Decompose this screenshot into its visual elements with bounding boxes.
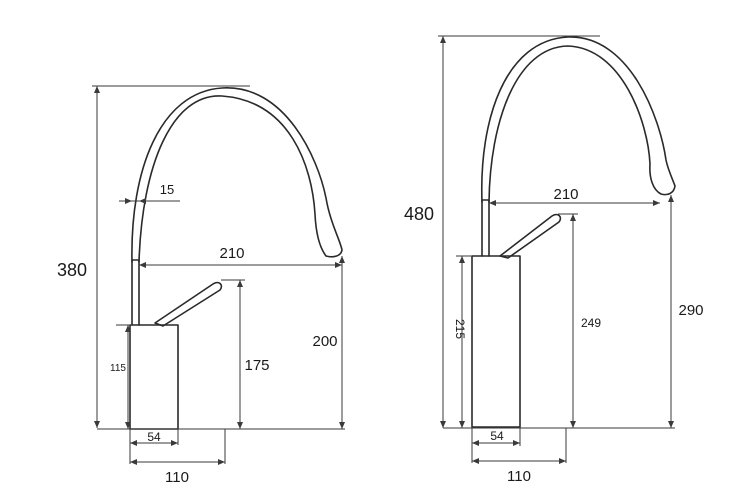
right-body-height-label: 215 [453, 319, 467, 339]
left-faucet-spout [131, 87, 343, 263]
left-base-width-arrow-a [130, 459, 137, 465]
right-faucet-lever [499, 213, 562, 259]
right-base-width-label: 110 [507, 468, 531, 485]
right-reach-arrow-b [653, 200, 660, 206]
left-faucet-lever [154, 281, 223, 327]
right-faucet-spout [480, 36, 676, 203]
left-reach-arrow-a [139, 262, 146, 268]
left-body-width-label: 54 [147, 430, 161, 444]
left-body-width-arrow-b [171, 440, 178, 446]
left-spout-height-arrow-bottom [339, 422, 345, 429]
left-overall-height-label: 380 [57, 260, 87, 280]
right-body-width-arrow-a [472, 440, 479, 446]
right-base-width-arrow-a [472, 458, 479, 464]
right-spout-height-arrow-top [668, 195, 674, 202]
left-faucet: 380 15 210 200 175 115 [57, 85, 345, 486]
left-height-arrow-top [94, 86, 100, 93]
left-pipe-width-label: 15 [160, 182, 174, 197]
right-overall-height-label: 480 [404, 204, 434, 224]
left-height-arrow-bottom [94, 421, 100, 428]
right-faucet-pipe [481, 199, 490, 257]
right-body-height-arrow-bottom [459, 421, 465, 428]
left-faucet-body [129, 324, 179, 430]
left-base-width-arrow-b [218, 459, 225, 465]
left-spout-height-label: 200 [312, 333, 337, 350]
left-handle-height-arrow-top [237, 280, 243, 287]
left-body-height-label: 115 [110, 363, 126, 374]
right-handle-height-arrow-bottom [570, 421, 576, 428]
left-handle-height-arrow-bottom [237, 422, 243, 429]
right-body-height-arrow-top [459, 256, 465, 263]
right-reach-label: 210 [553, 186, 578, 203]
left-reach-arrow-b [335, 262, 342, 268]
right-base-width-arrow-b [559, 458, 566, 464]
left-faucet-pipe [131, 259, 140, 326]
right-body-width-arrow-b [513, 440, 520, 446]
left-body-width-arrow-a [130, 440, 137, 446]
left-spout-height-arrow-top [339, 256, 345, 263]
right-spout-height-label: 290 [678, 302, 703, 319]
right-faucet-body [471, 255, 521, 428]
left-body-height-arrow-top [125, 325, 131, 332]
left-base-width-label: 110 [165, 469, 189, 486]
left-reach-label: 210 [219, 245, 244, 262]
right-handle-height-label: 249 [581, 316, 601, 330]
right-height-arrow-top [440, 36, 446, 43]
right-faucet: 480 210 290 249 215 54 [404, 35, 704, 485]
right-spout-height-arrow-bottom [668, 421, 674, 428]
left-pipe-width-arrow-a [125, 198, 132, 204]
right-handle-height-arrow-top [570, 214, 576, 221]
right-height-arrow-bottom [440, 421, 446, 428]
left-body-height-arrow-bottom [125, 422, 131, 429]
right-reach-arrow-a [489, 200, 496, 206]
right-body-width-label: 54 [490, 429, 504, 443]
left-handle-height-label: 175 [244, 357, 269, 374]
left-pipe-width-arrow-b [139, 198, 146, 204]
